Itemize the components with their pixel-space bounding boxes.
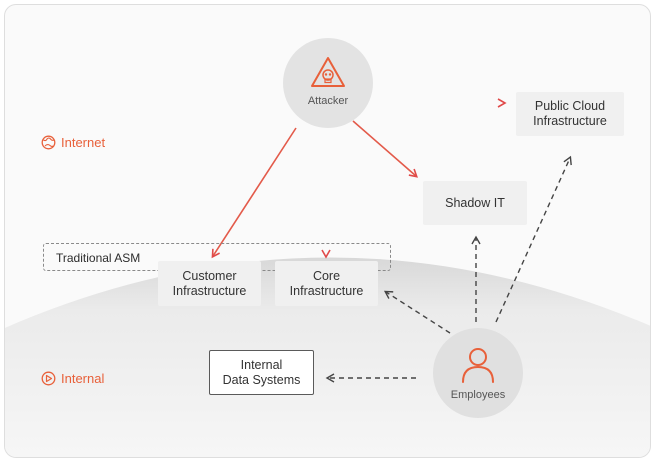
arrow-employees-to-core-infra [383, 290, 451, 334]
traditional-asm-label: Traditional ASM [56, 251, 141, 265]
public-cloud-box: Public Cloud Infrastructure [516, 92, 624, 136]
customer-infrastructure-box: Customer Infrastructure [158, 261, 261, 306]
internal-data-systems-box: Internal Data Systems [209, 350, 314, 395]
employees-node [433, 328, 523, 418]
zone-internet-label: Internet [61, 135, 106, 150]
arrow-employees-to-public-cloud [495, 155, 572, 323]
attacker-node [283, 38, 373, 128]
attacker-label: Attacker [307, 95, 349, 107]
shadow-it-box: Shadow IT [423, 181, 527, 225]
employees-label: Employees [450, 389, 506, 401]
zone-internal: Internal [41, 371, 104, 386]
core-infrastructure-box: Core Infrastructure [275, 261, 378, 306]
play-circle-icon [41, 371, 56, 386]
person-icon [462, 348, 494, 383]
zone-internal-label: Internal [61, 371, 105, 386]
arrow-attacker-to-customer-infra [211, 127, 297, 259]
internal-ground [5, 257, 650, 457]
globe-icon [41, 135, 56, 150]
arrow-attacker-to-shadow-it [352, 120, 418, 178]
zone-internet: Internet [41, 135, 105, 150]
skull-warning-icon [311, 57, 345, 87]
